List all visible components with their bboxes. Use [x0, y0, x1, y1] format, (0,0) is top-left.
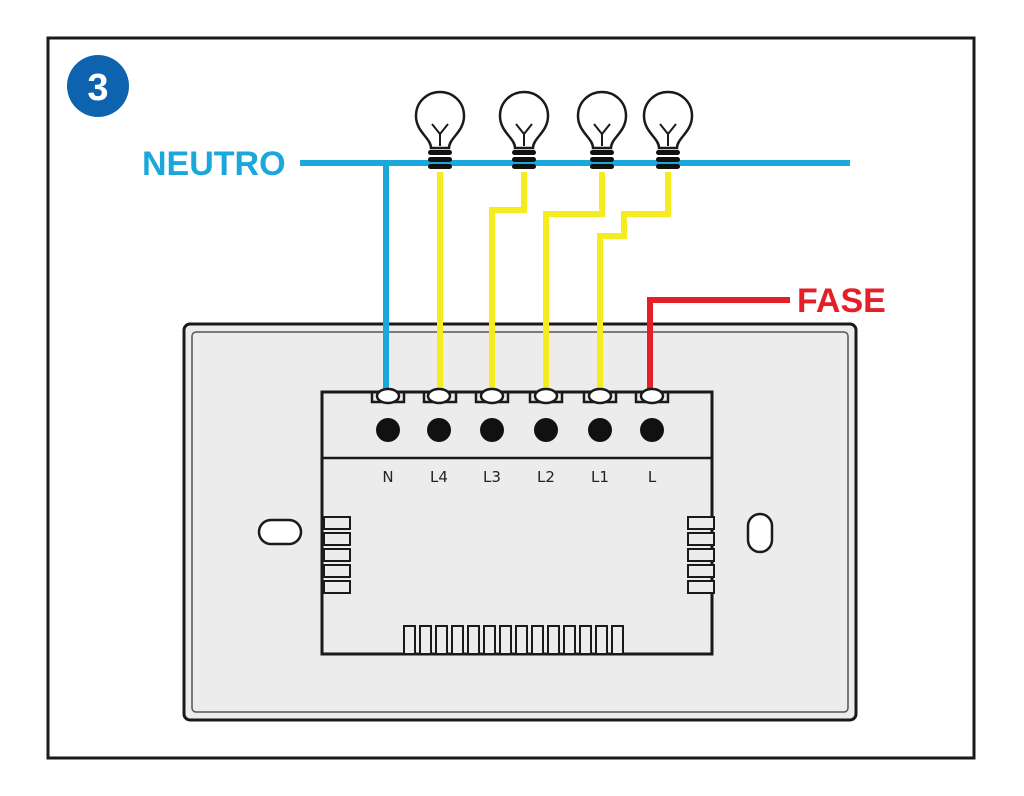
light-bulb-icon — [576, 90, 628, 169]
light-bulb-icon — [498, 90, 550, 169]
phase-label: FASE — [797, 282, 886, 320]
bottom-vent — [579, 625, 592, 655]
terminal-clamp-l2 — [533, 387, 559, 405]
bulbs — [414, 90, 694, 169]
bottom-vent — [467, 625, 480, 655]
left-vent — [323, 532, 351, 546]
bulb-filament — [515, 123, 533, 146]
bulb-filament — [659, 123, 677, 146]
neutral-label: NEUTRO — [142, 145, 286, 183]
bottom-vent — [499, 625, 512, 655]
bulb-base-ring — [656, 157, 680, 162]
bulb-filament — [431, 123, 449, 146]
terminal-screw-l4 — [427, 418, 451, 442]
terminal-label-l2: L2 — [537, 468, 555, 486]
bottom-vent — [435, 625, 448, 655]
light-bulb-icon — [642, 90, 694, 169]
terminal-clamp-n — [375, 387, 401, 405]
bottom-vent — [563, 625, 576, 655]
terminal-label-n: N — [382, 468, 393, 486]
screw-slot-right — [746, 512, 774, 554]
bulb-base-ring — [590, 157, 614, 162]
right-vent — [687, 548, 715, 562]
plate-inner — [191, 331, 849, 713]
terminal-label-l: L — [648, 468, 657, 486]
bulb-glass — [498, 90, 550, 150]
terminal-screw-n — [376, 418, 400, 442]
terminal-screw-l — [640, 418, 664, 442]
load-wire-l2 — [543, 172, 605, 395]
light-bulb-icon — [414, 90, 466, 169]
left-vent — [323, 580, 351, 594]
wires — [300, 160, 850, 395]
bulb-glass — [576, 90, 628, 150]
terminal-notches — [370, 390, 670, 404]
bottom-vent — [451, 625, 464, 655]
terminal-block — [370, 387, 670, 442]
bulb-base-ring — [512, 150, 536, 155]
bulb-base-ring — [656, 164, 680, 169]
bottom-vent — [531, 625, 544, 655]
terminal-clamp-l — [639, 387, 665, 405]
left-vents — [323, 516, 351, 594]
right-vent — [687, 532, 715, 546]
right-vents — [687, 516, 715, 594]
bottom-vent — [403, 625, 416, 655]
right-vent — [687, 516, 715, 530]
terminal-clamp-l1 — [587, 387, 613, 405]
bulb-base-ring — [656, 150, 680, 155]
step-badge-circle — [67, 55, 129, 117]
bulb-glass — [414, 90, 466, 150]
bulb-glass — [642, 90, 694, 150]
bottom-vent — [611, 625, 624, 655]
bulb-base-ring — [428, 150, 452, 155]
bulb-base-ring — [590, 150, 614, 155]
load-wire-l1 — [597, 172, 671, 395]
step-badge: 3 — [67, 55, 129, 117]
load-wire-l3 — [489, 172, 527, 395]
bulb-base-ring — [428, 164, 452, 169]
left-vent — [323, 548, 351, 562]
right-vent — [687, 580, 715, 594]
bottom-vent — [515, 625, 528, 655]
bottom-vent — [419, 625, 432, 655]
terminal-label-l4: L4 — [430, 468, 448, 486]
bulb-filament — [593, 123, 611, 146]
terminal-label-l3: L3 — [483, 468, 501, 486]
terminal-screw-l2 — [534, 418, 558, 442]
phase-wire — [647, 297, 790, 395]
left-vent — [323, 516, 351, 530]
right-vent — [687, 564, 715, 578]
step-number: 3 — [87, 67, 108, 109]
bottom-vent — [547, 625, 560, 655]
terminal-screw-l1 — [588, 418, 612, 442]
terminal-clamp-l4 — [426, 387, 452, 405]
bottom-vent — [595, 625, 608, 655]
terminal-label-l1: L1 — [591, 468, 609, 486]
bottom-vents — [403, 625, 624, 655]
left-vent — [323, 564, 351, 578]
screw-slot-left — [257, 518, 303, 546]
switch-plate — [182, 322, 858, 722]
bulb-base-ring — [512, 164, 536, 169]
bulb-base-ring — [590, 164, 614, 169]
bulb-base-ring — [512, 157, 536, 162]
terminal-clamp-l3 — [479, 387, 505, 405]
bulb-base-ring — [428, 157, 452, 162]
bottom-vent — [483, 625, 496, 655]
terminal-screw-l3 — [480, 418, 504, 442]
